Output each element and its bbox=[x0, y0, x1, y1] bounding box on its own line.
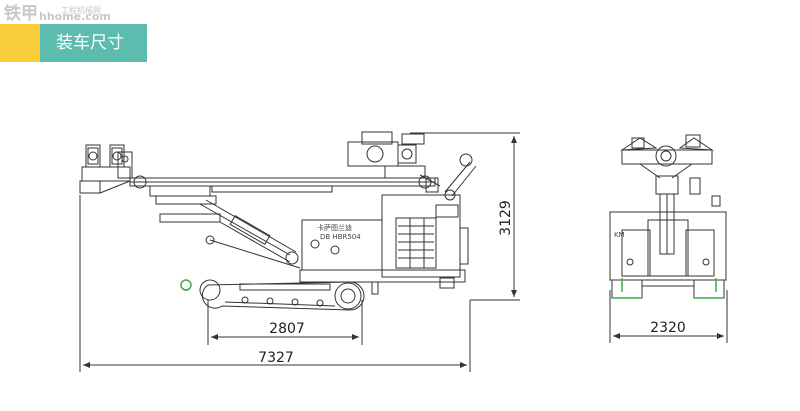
boom-cylinders bbox=[155, 195, 301, 269]
crawler-track bbox=[199, 277, 455, 311]
brand-label: 卡萨图兰迪 bbox=[317, 223, 352, 232]
header-title-bar bbox=[40, 24, 147, 62]
width-value: 2320 bbox=[650, 320, 686, 336]
watermark: 铁甲 hhome.com 工程机械网 bbox=[4, 2, 111, 24]
green-marker bbox=[180, 279, 192, 291]
dimension-width bbox=[609, 290, 728, 343]
front-tracks bbox=[611, 279, 725, 299]
model-label: DB HBR504 bbox=[320, 233, 361, 241]
front-head bbox=[620, 134, 714, 179]
front-label: KM bbox=[614, 231, 625, 239]
watermark-subtitle: 工程机械网 bbox=[61, 6, 101, 15]
total-length-value: 7327 bbox=[258, 350, 294, 366]
front-view bbox=[609, 134, 727, 299]
boom-head bbox=[79, 144, 133, 194]
track-length-value: 2807 bbox=[269, 321, 305, 337]
page-title: 装车尺寸 bbox=[56, 33, 124, 53]
dimension-height bbox=[410, 132, 520, 301]
rotation-head bbox=[347, 131, 441, 193]
watermark-url: hhome.com bbox=[39, 10, 111, 23]
engine-housing bbox=[299, 194, 469, 283]
height-value: 3129 bbox=[498, 200, 514, 236]
front-green-highlights bbox=[612, 278, 724, 299]
side-view bbox=[79, 131, 477, 311]
front-body bbox=[609, 211, 727, 281]
front-mast bbox=[655, 175, 721, 255]
watermark-brand: 铁甲 bbox=[4, 4, 38, 24]
swing-arm bbox=[444, 153, 477, 201]
dimension-track-length bbox=[207, 300, 363, 345]
dimension-total-length bbox=[79, 195, 471, 372]
feed-beam bbox=[129, 175, 436, 197]
header-accent-block bbox=[0, 24, 40, 62]
